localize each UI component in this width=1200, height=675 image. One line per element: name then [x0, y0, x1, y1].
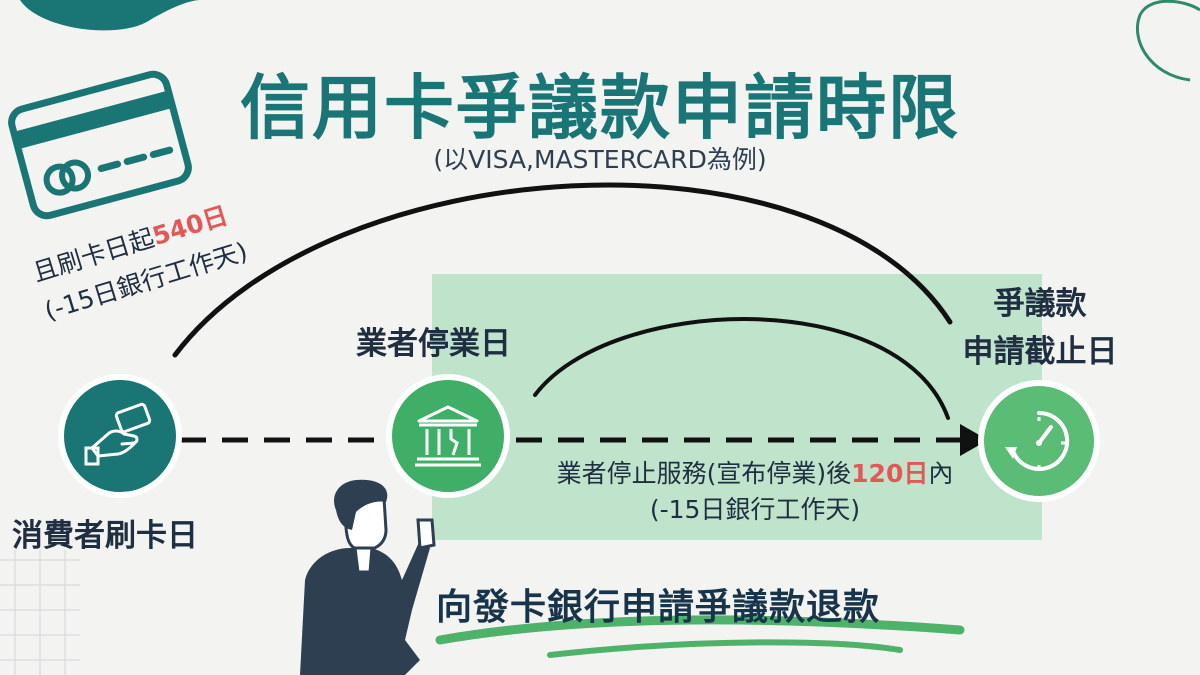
bottom-underline — [435, 615, 965, 645]
short-arc-prefix: 業者停止服務(宣布停業)後 — [556, 459, 852, 488]
deadline-node — [978, 380, 1100, 502]
bottom-call-to-action: 向發卡銀行申請爭議款退款 — [436, 587, 881, 628]
short-arc-note: (-15日銀行工作天) — [649, 495, 861, 524]
credit-card-icon — [8, 70, 192, 220]
short-arc — [533, 317, 950, 420]
top-left-blob — [20, 0, 200, 31]
merchant-node — [386, 374, 510, 498]
top-right-swirl — [1135, 0, 1200, 82]
deadline-label-line2: 申請截止日 — [962, 334, 1118, 370]
deadline-node-label: 爭議款 申請截止日 — [950, 280, 1130, 376]
timeline-arrowhead — [960, 424, 988, 456]
closed-bank-icon — [415, 405, 481, 467]
page-title: 信用卡爭議款申請時限 — [240, 67, 960, 149]
long-arc — [172, 182, 953, 358]
deadline-label-line1: 爭議款 — [993, 286, 1087, 322]
short-arc-highlight: 120日 — [851, 459, 929, 488]
consumer-node-label: 消費者刷卡日 — [12, 518, 198, 554]
hand-card-icon — [84, 402, 152, 466]
merchant-node-label: 業者停業日 — [356, 326, 511, 362]
bottom-left-grid — [0, 550, 80, 675]
short-arc-annotation: 業者停止服務(宣布停業)後120日內 (-15日銀行工作天) — [515, 456, 995, 528]
page-subtitle: (以VISA,MASTERCARD為例) — [433, 145, 767, 174]
person-illustration — [300, 479, 436, 675]
timer-icon — [1005, 410, 1070, 471]
short-arc-suffix: 內 — [928, 459, 954, 488]
bottom-underline-2 — [547, 639, 903, 658]
short-arc-main-line: 業者停止服務(宣布停業)後120日內 — [515, 456, 995, 492]
consumer-node — [58, 374, 182, 498]
